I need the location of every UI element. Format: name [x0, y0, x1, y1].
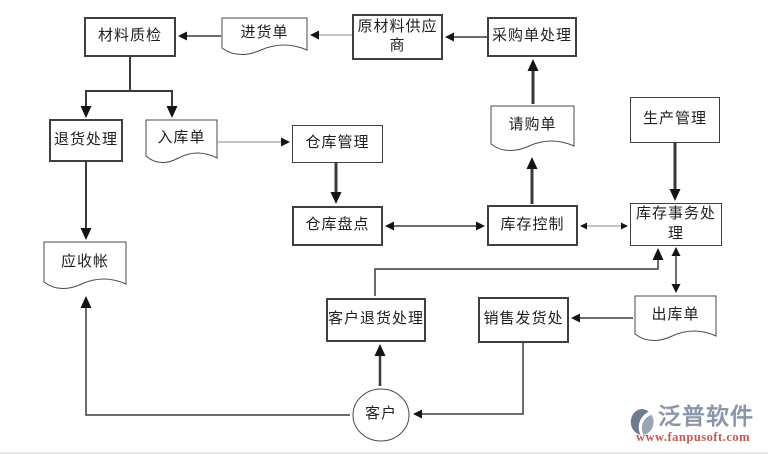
node-warehouse-out-doc: 出库单: [634, 295, 717, 345]
node-label: 库存控制: [500, 216, 565, 233]
watermark-brand: 泛普软件: [658, 404, 754, 429]
node-raw-material-supplier: 原材料供应商: [352, 14, 443, 60]
document-shape: [634, 295, 717, 341]
node-warehouse-mgmt: 仓库管理: [292, 125, 383, 163]
edge-production-mgmt-to-inventory-transaction: [669, 143, 681, 201]
node-customer-return-processing: 客户退货处理: [326, 298, 426, 342]
node-warehouse-in-doc: 入库单: [145, 119, 218, 167]
fanpu-logo-icon: [630, 409, 654, 435]
logo-dark-swoosh: [630, 409, 649, 435]
node-receivables-doc: 应收帐: [43, 241, 127, 293]
logo-light-swoosh: [641, 414, 654, 435]
edge-material-qc-to-return-processing: [80, 57, 131, 118]
document-shape: [221, 17, 308, 55]
edge-raw-material-supplier-to-purchase-receipt-doc: [310, 30, 352, 40]
node-label: 客户: [364, 406, 397, 423]
edge-purchase-request-doc-to-purchase-order-processing: [527, 59, 539, 104]
node-material-qc: 材料质检: [84, 17, 176, 57]
edge-purchase-order-processing-to-raw-material-supplier: [445, 32, 487, 42]
edge-inventory-control-to-purchase-request-doc: [526, 157, 538, 204]
node-label: 退货处理: [53, 131, 118, 148]
node-label: 进货单: [240, 24, 289, 41]
edge-warehouse-stocktake-to-inventory-control: [385, 221, 485, 231]
edge-inventory-transaction-to-warehouse-out-doc: [671, 247, 681, 293]
node-production-mgmt: 生产管理: [630, 97, 720, 143]
edge-warehouse-in-doc-to-warehouse-mgmt: [218, 137, 290, 147]
node-customer: 客户: [352, 388, 410, 442]
node-purchase-receipt-doc: 进货单: [221, 17, 308, 59]
node-purchase-request-doc: 请购单: [490, 105, 575, 155]
node-label: 采购单处理: [491, 28, 572, 45]
node-label: 仓库盘点: [305, 217, 370, 234]
watermark-text: 泛普软件 www.fanpusoft.com: [636, 404, 754, 445]
edge-return-processing-to-receivables-doc: [80, 162, 92, 240]
node-label: 应收帐: [60, 253, 109, 270]
edge-inventory-control-to-inventory-transaction: [580, 222, 628, 230]
bottom-border-line: [0, 452, 768, 454]
node-sales-delivery: 销售发货处: [478, 297, 569, 343]
edge-warehouse-out-doc-to-sales-delivery: [571, 313, 633, 323]
node-label: 材料质检: [97, 28, 162, 45]
circle-shape: [352, 388, 410, 442]
node-label: 客户退货处理: [328, 311, 425, 328]
node-label: 请购单: [508, 116, 557, 133]
document-shape: [145, 119, 218, 163]
document-shape: [490, 105, 575, 151]
watermark-url: www.fanpusoft.com: [636, 430, 751, 445]
edge-sales-delivery-to-customer: [413, 343, 524, 419]
node-label: 销售发货处: [483, 311, 564, 328]
node-label: 仓库管理: [305, 135, 370, 152]
document-shape: [43, 241, 127, 289]
node-label: 原材料供应商: [357, 18, 438, 55]
edge-purchase-receipt-doc-to-material-qc: [178, 31, 221, 41]
watermark: 泛普软件 www.fanpusoft.com: [630, 404, 754, 445]
node-label: 生产管理: [642, 111, 707, 128]
node-purchase-order-processing: 采购单处理: [487, 17, 577, 57]
edge-customer-to-customer-return-processing: [374, 344, 386, 386]
edge-customer-return-processing-to-inventory-transaction: [374, 248, 664, 296]
node-inventory-transaction: 库存事务处理: [630, 203, 722, 246]
node-label: 库存事务处理: [635, 206, 716, 242]
node-label: 出库单: [651, 306, 700, 323]
node-inventory-control: 库存控制: [487, 205, 578, 246]
node-return-processing: 退货处理: [49, 119, 123, 162]
node-label: 入库单: [157, 129, 206, 146]
edge-customer-to-receivables-doc: [80, 296, 350, 416]
edge-material-qc-to-warehouse-in-doc: [130, 90, 178, 118]
node-warehouse-stocktake: 仓库盘点: [292, 206, 383, 246]
edge-warehouse-mgmt-to-warehouse-stocktake: [330, 163, 342, 204]
